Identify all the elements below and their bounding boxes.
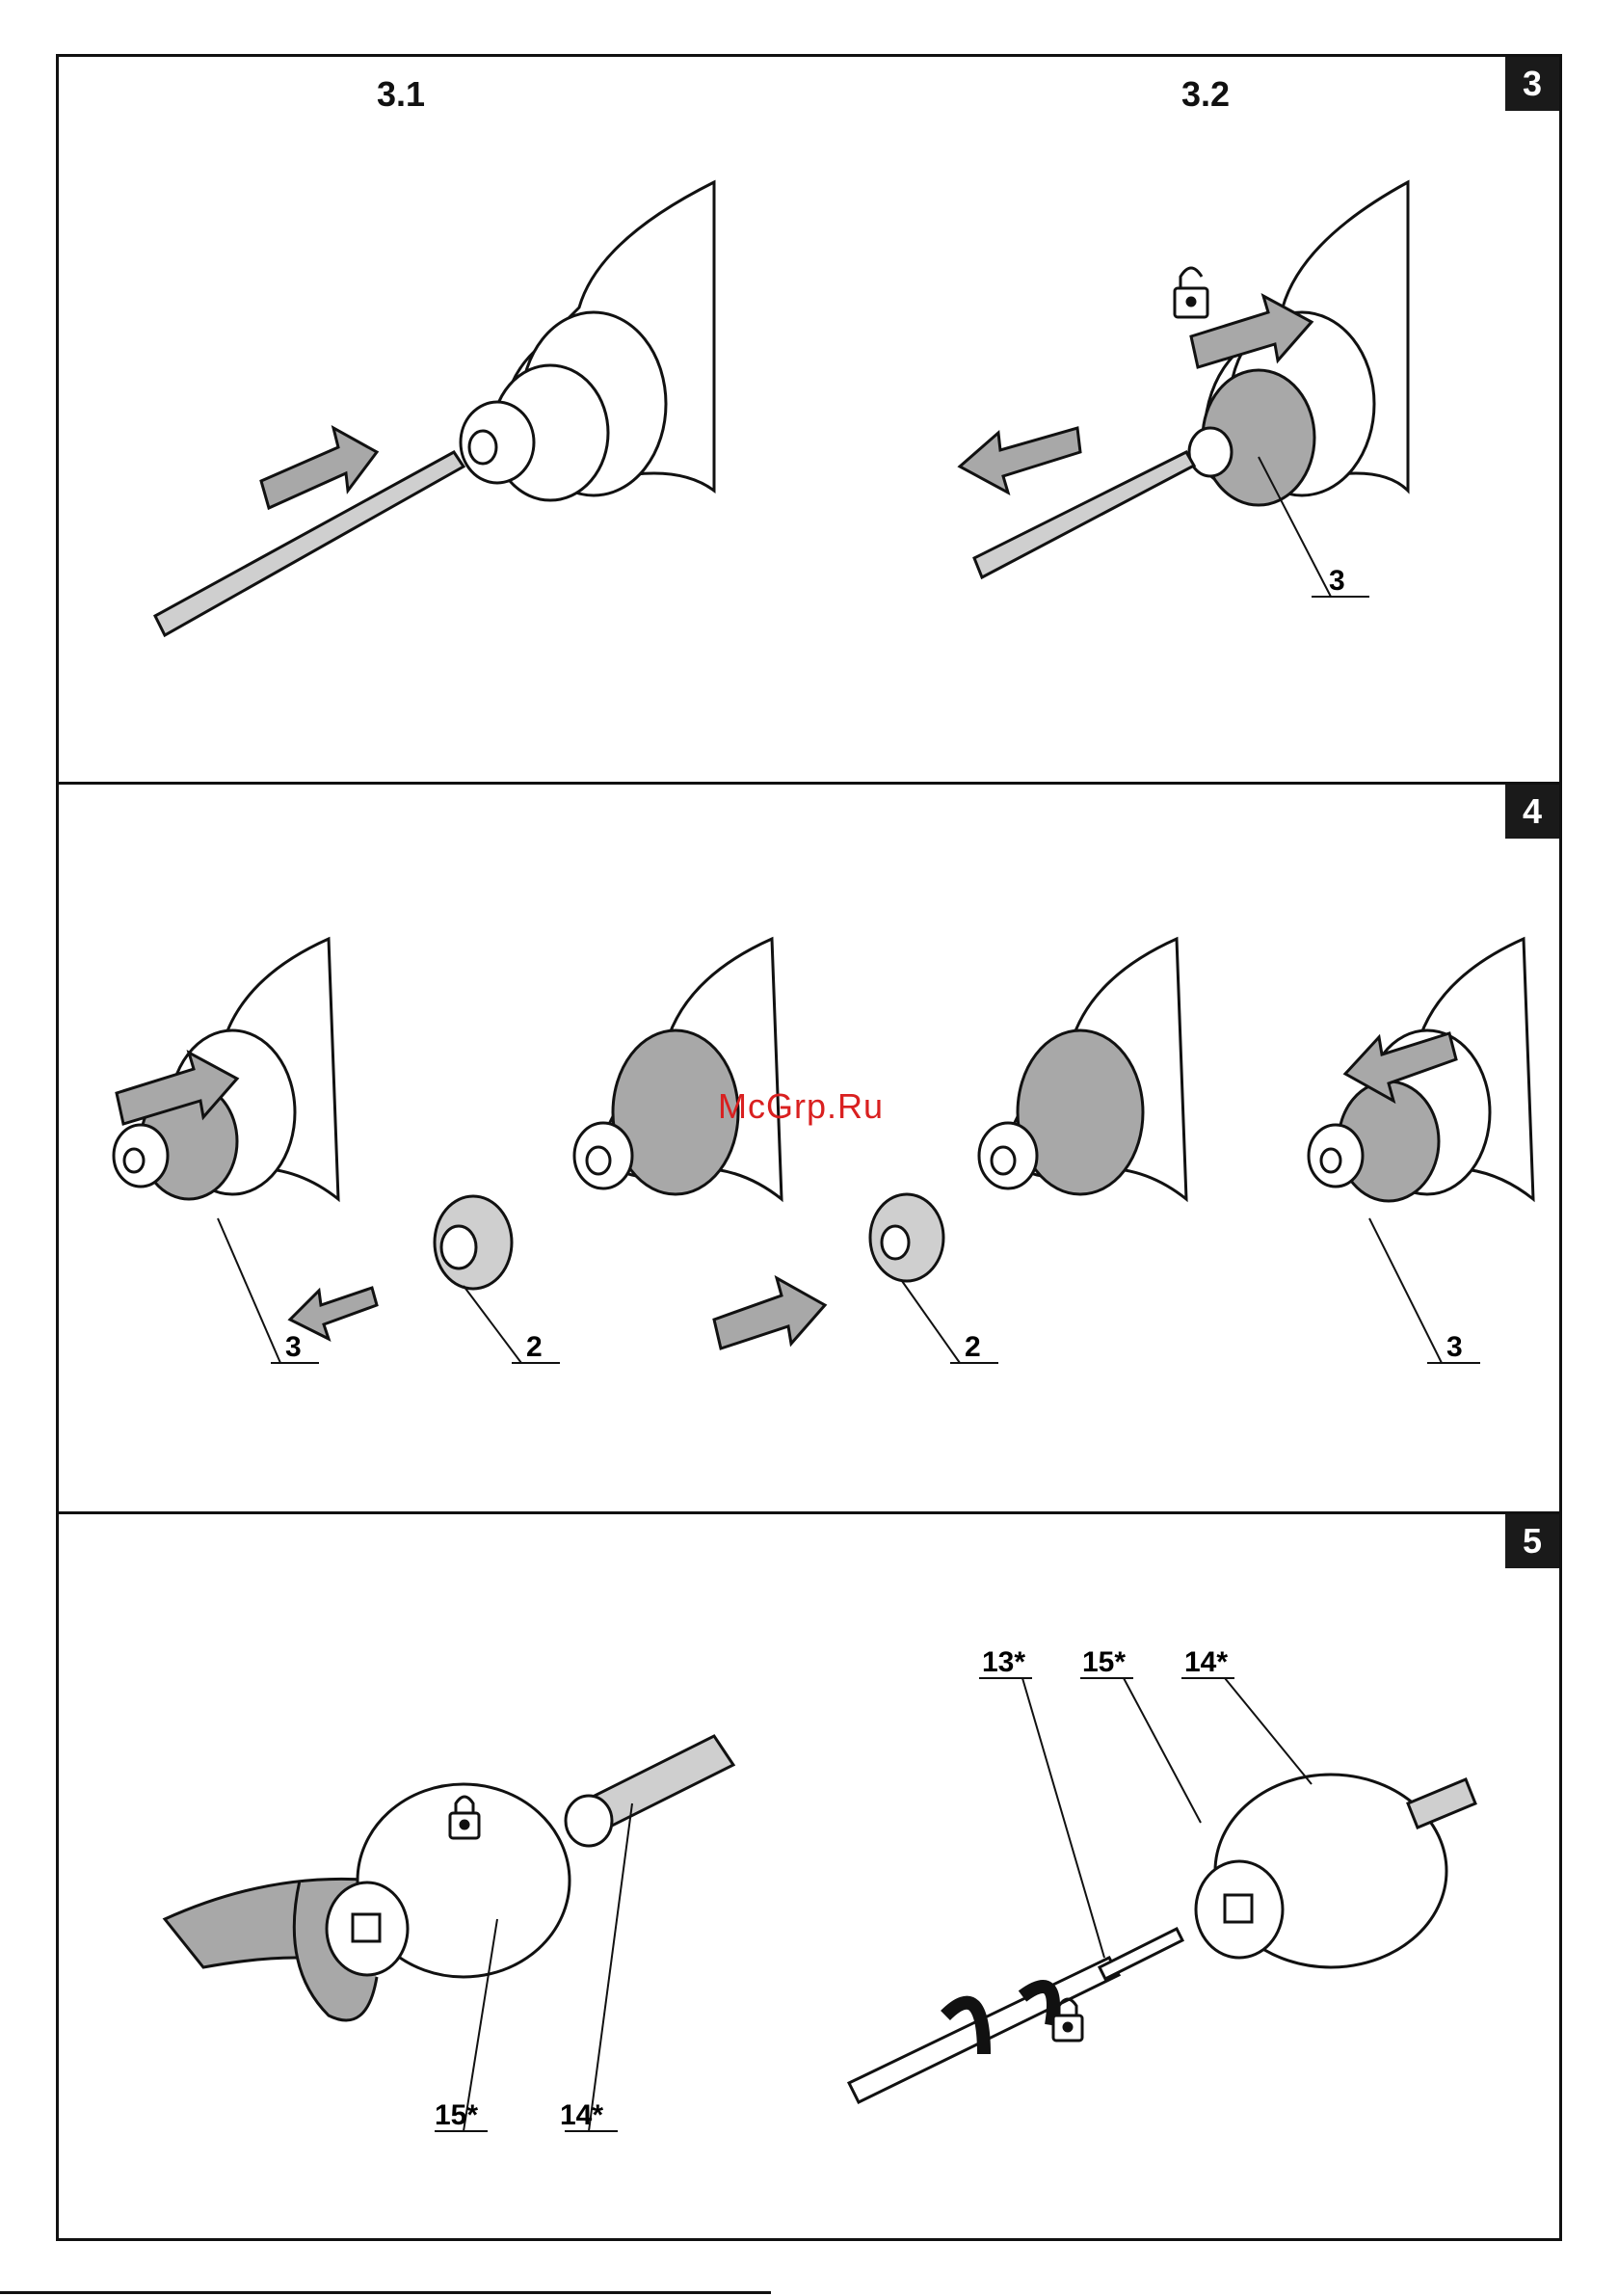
arrow-icon [960,428,1080,493]
callout-13: 13* [982,1646,1025,1678]
dust-cap-old [435,1196,512,1289]
arrow-icon [714,1278,825,1348]
callout-15: 15* [1082,1646,1126,1678]
footer-rule [0,2291,771,2294]
callout-2: 2 [526,1331,543,1363]
callout-14: 14* [1184,1646,1228,1678]
callout-3: 3 [1329,565,1345,597]
figure-panel-5: 5 [56,1511,1562,2241]
dust-cap-replacement-illustration: 3 2 2 3 [59,785,1565,1517]
drill-body-4a [114,939,338,1199]
callout-2: 2 [965,1331,981,1363]
drill-body-4c [979,939,1186,1199]
adapter-shank-left [566,1736,733,1846]
figure-panel-4: 4 [56,782,1562,1514]
padlock-open-icon [1175,268,1207,317]
drill-insert-remove-illustration: 3 [59,57,1565,788]
watermark-text: McGrp.Ru [718,1086,884,1127]
adapter-shank-right [1408,1779,1475,1828]
callout-14: 14* [560,2099,603,2131]
callout-15: 15* [435,2099,478,2131]
chuck-mounting-illustration: 15* 14* 13* 15* 14* [59,1514,1565,2244]
arrow-icon [261,428,377,508]
callout-3: 3 [1446,1331,1463,1363]
chuck-key-shaft [849,1929,1182,2102]
callout-3: 3 [285,1331,302,1363]
drill-chuck-left [327,1784,570,1977]
figure-panel-3: 3 3.1 3.2 [56,54,1562,785]
drill-body-3-1 [461,182,714,500]
drill-body-4b [574,939,782,1199]
arrow-icon [290,1288,377,1339]
dust-cap-new [870,1194,943,1281]
